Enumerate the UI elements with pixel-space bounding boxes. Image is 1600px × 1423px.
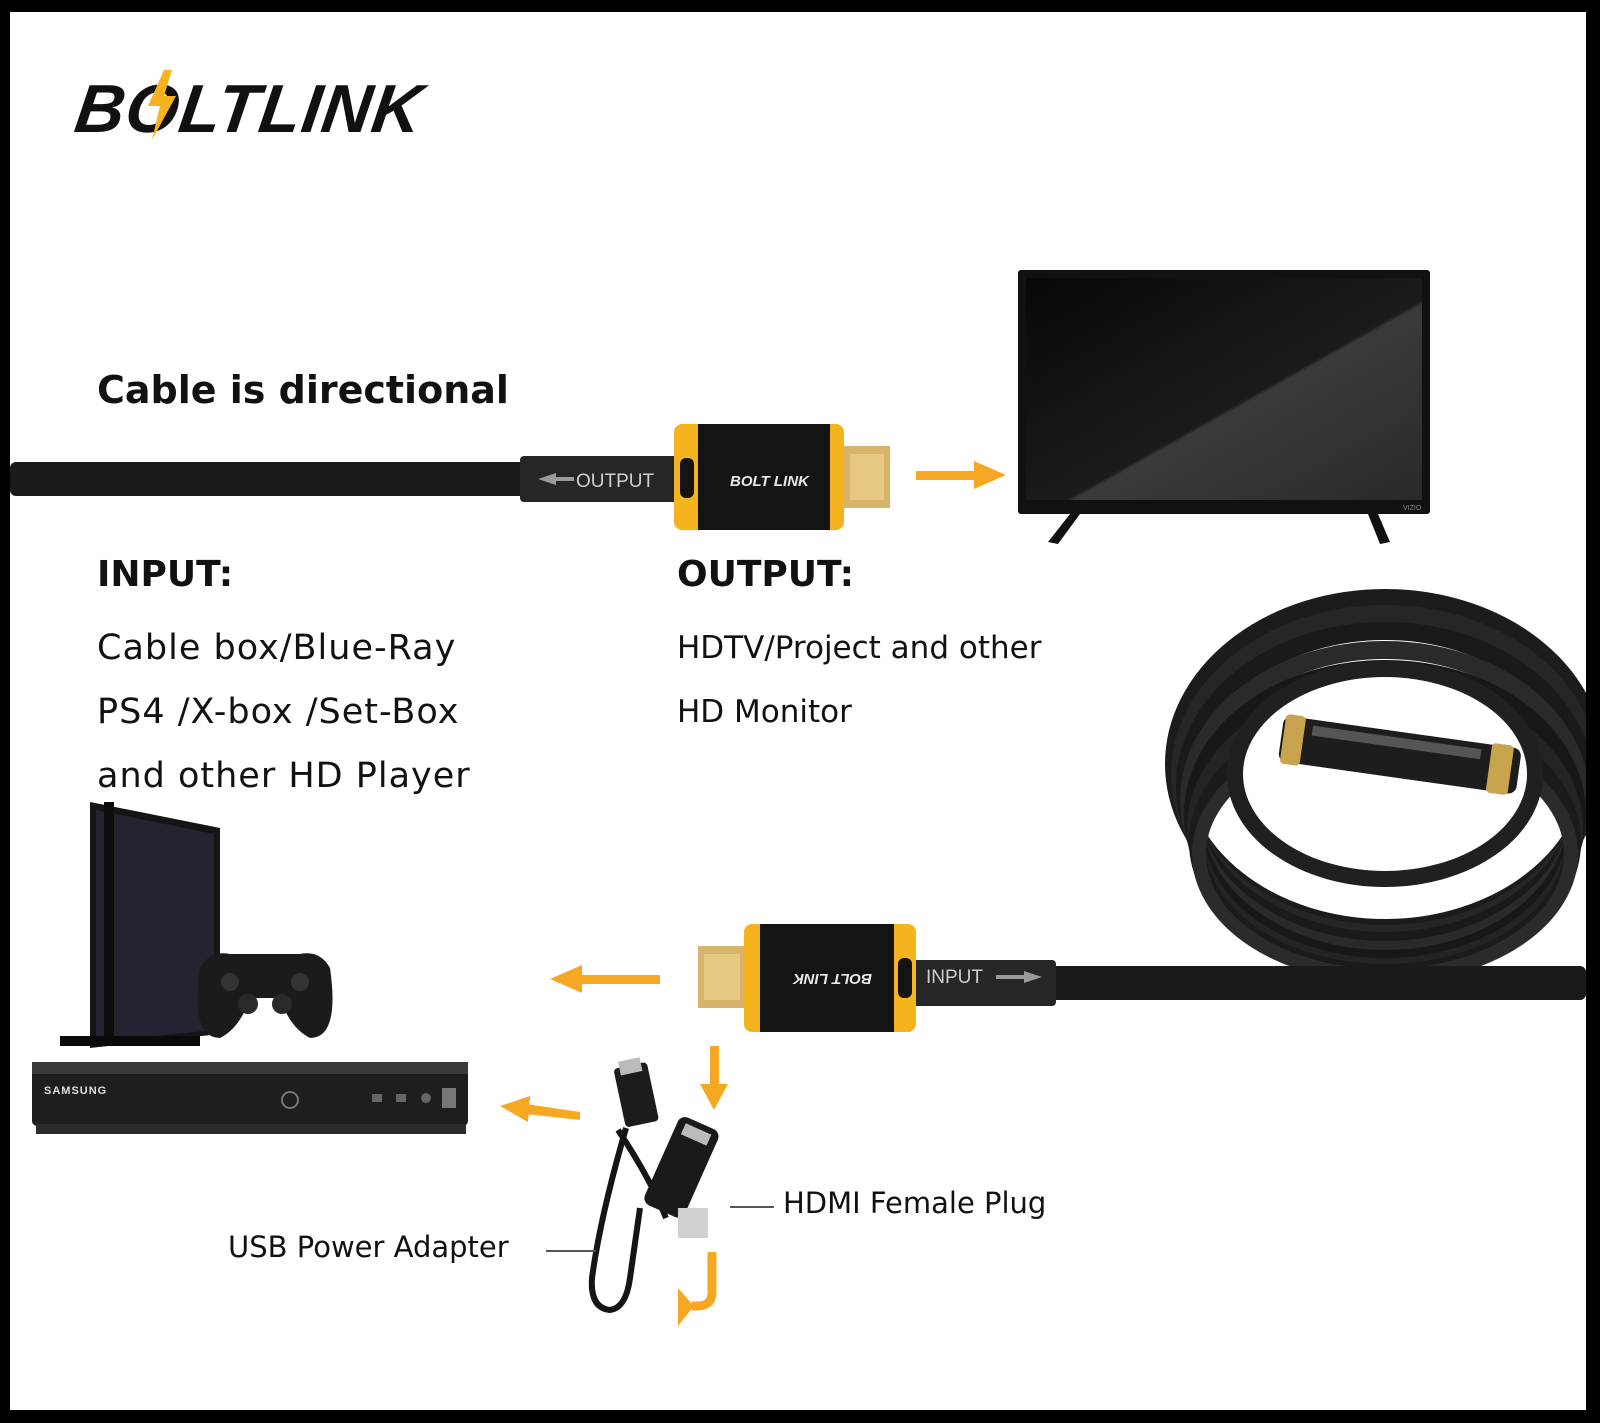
output-line-2: HD Monitor xyxy=(677,694,852,730)
output-heading: OUTPUT: xyxy=(677,554,854,595)
coiled-cable-image xyxy=(1165,589,1586,983)
page-title: Cable is directional xyxy=(97,368,509,412)
tv-brand: VIZIO xyxy=(1403,505,1422,512)
output-cable: OUTPUT BOLT LINK xyxy=(10,424,890,530)
game-console-image xyxy=(60,802,333,1048)
input-plug-brand: BOLT LINK xyxy=(792,970,872,987)
dvd-player-image: SAMSUNG xyxy=(32,1062,468,1134)
product-diagram: BOLTLINK Cable is directional OUTPUT BOL… xyxy=(10,12,1586,1410)
arrow-right-icon xyxy=(916,461,1006,489)
boltlink-logo: BOLTLINK xyxy=(70,71,429,147)
output-plug-brand: BOLT LINK xyxy=(730,473,810,490)
output-cable-label: OUTPUT xyxy=(576,471,655,492)
tv-image: VIZIO xyxy=(1018,270,1430,544)
lightning-bolt-icon xyxy=(148,70,176,140)
hdmi-female-label: HDMI Female Plug xyxy=(783,1186,1047,1220)
input-cable: INPUT BOLT LINK xyxy=(698,924,1586,1032)
usb-adapter-label: USB Power Adapter xyxy=(228,1230,509,1264)
dvd-brand: SAMSUNG xyxy=(44,1085,107,1097)
callout-line-usb xyxy=(546,1250,596,1252)
arrow-down-icon xyxy=(700,1046,728,1110)
usb-adapter-image xyxy=(588,1057,719,1314)
input-line-1: Cable box/Blue-Ray xyxy=(97,628,457,668)
input-line-2: PS4 /X-box /Set-Box xyxy=(97,692,460,732)
input-line-3: and other HD Player xyxy=(97,756,471,796)
arrow-curved-icon xyxy=(678,1252,717,1326)
callout-line-hdmi xyxy=(730,1206,774,1208)
arrow-left-small-icon xyxy=(500,1096,580,1122)
input-heading: INPUT: xyxy=(97,554,234,595)
arrow-left-icon xyxy=(550,965,660,993)
input-cable-label: INPUT xyxy=(926,967,983,988)
output-line-1: HDTV/Project and other xyxy=(677,630,1042,666)
